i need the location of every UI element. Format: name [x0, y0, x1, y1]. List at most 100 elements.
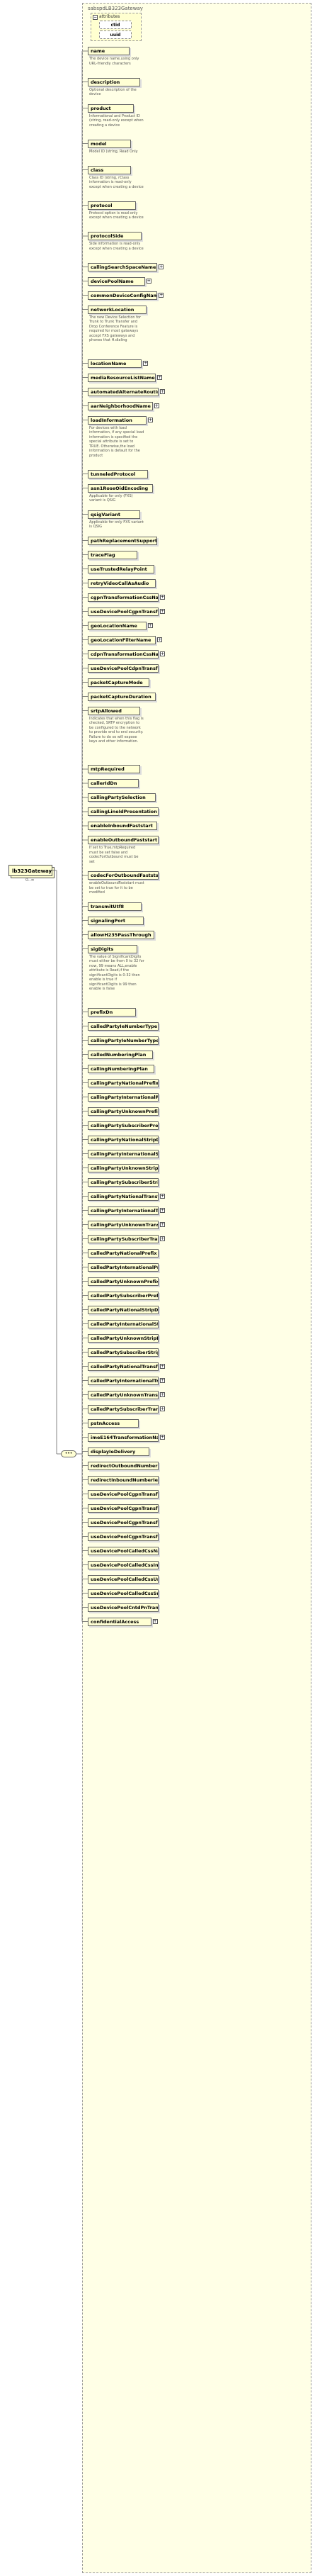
element-75[interactable]: redirectOutboundNumberIe [88, 1461, 159, 1470]
element-8[interactable]: devicePoolName [88, 276, 145, 286]
element-1[interactable]: description [88, 77, 141, 86]
element-60[interactable]: calledPartyNationalPrefix [88, 1248, 159, 1258]
element-40[interactable]: signalingPort [88, 916, 144, 925]
element-65[interactable]: calledPartyInternationalStripDigits [88, 1319, 159, 1328]
element-73[interactable]: imeE164TransformationName [88, 1433, 159, 1442]
element-28[interactable]: useDevicePoolCdpnTransformC... [88, 663, 159, 673]
collapse-toggle-icon[interactable]: − [93, 15, 98, 20]
expand-plus-icon[interactable]: + [159, 264, 164, 269]
element-67[interactable]: calledPartySubscriberStripDigits [88, 1348, 159, 1357]
element-54[interactable]: callingPartyUnknownStripDigits [88, 1163, 159, 1172]
element-13[interactable]: automatedAlternateRoutingCs... [88, 387, 159, 396]
element-64[interactable]: calledPartyNationalStripDigits [88, 1305, 159, 1314]
expand-plus-icon[interactable]: + [160, 651, 165, 656]
element-16[interactable]: tunneledProtocol [88, 469, 149, 478]
element-37[interactable]: enableOutboundFaststart [88, 836, 159, 844]
element-72[interactable]: pstnAccess [88, 1418, 139, 1428]
element-31[interactable]: srtpAllowed [88, 706, 141, 715]
element-47[interactable]: callingNumberingPlan [88, 1064, 154, 1073]
expand-plus-icon[interactable]: + [160, 1207, 165, 1213]
expand-plus-icon[interactable]: + [146, 278, 151, 284]
element-11[interactable]: locationName [88, 359, 142, 368]
root-element[interactable]: lb323Gateway [8, 865, 52, 876]
element-76[interactable]: redirectInboundNumberIe [88, 1475, 159, 1484]
element-5[interactable]: protocol [88, 201, 136, 210]
element-3[interactable]: model [88, 139, 131, 148]
element-86[interactable]: confidentialAccess [88, 1617, 151, 1626]
element-2[interactable]: product [88, 103, 134, 113]
element-0[interactable]: name [88, 47, 130, 55]
expand-plus-icon[interactable]: + [160, 1363, 165, 1369]
element-34[interactable]: callingPartySelection [88, 793, 156, 802]
element-71[interactable]: calledPartySubscriberTransform... [88, 1404, 159, 1413]
expand-plus-icon[interactable]: + [160, 388, 165, 394]
element-66[interactable]: calledPartyUnknownStripDigits [88, 1333, 159, 1343]
expand-plus-icon[interactable]: + [152, 1618, 158, 1624]
element-68[interactable]: calledPartyNationalTransformat... [88, 1362, 159, 1371]
element-50[interactable]: callingPartyUnknownPrefix [88, 1107, 159, 1116]
element-79[interactable]: useDevicePoolCgpnTransformC... [88, 1518, 159, 1527]
element-69[interactable]: calledPartyInternationalTransfo... [88, 1376, 159, 1385]
expand-plus-icon[interactable]: + [157, 637, 163, 642]
expand-plus-icon[interactable]: + [160, 1236, 165, 1241]
element-41[interactable]: allowH235PassThrough [88, 930, 154, 939]
element-39[interactable]: transmitUtf8 [88, 902, 142, 911]
element-43[interactable]: prefixDn [88, 1007, 136, 1017]
element-44[interactable]: calledPartyIeNumberType [88, 1021, 159, 1031]
expand-plus-icon[interactable]: + [160, 1434, 165, 1440]
element-55[interactable]: callingPartySubscriberStripDigits [88, 1177, 159, 1187]
element-30[interactable]: packetCaptureDuration [88, 692, 156, 701]
element-36[interactable]: enableInboundFaststart [88, 822, 158, 830]
element-33[interactable]: callerIdDn [88, 779, 139, 788]
element-77[interactable]: useDevicePoolCgpnTransformC... [88, 1489, 159, 1499]
element-21[interactable]: useTrustedRelayPoint [88, 564, 154, 573]
element-84[interactable]: useDevicePoolCalledCssSubs [88, 1589, 159, 1598]
element-26[interactable]: geoLocationFilterName [88, 635, 156, 644]
element-85[interactable]: useDevicePoolCntdPnTransformat... [88, 1603, 159, 1612]
element-9[interactable]: commonDeviceConfigName [88, 291, 158, 300]
element-57[interactable]: callingPartyInternationalTransf... [88, 1206, 159, 1215]
element-24[interactable]: useDevicePoolCgpnTransformCss... [88, 607, 159, 616]
element-46[interactable]: calledNumberingPlan [88, 1050, 153, 1059]
element-45[interactable]: callingPartyIeNumberType [88, 1036, 159, 1045]
element-27[interactable]: cdpnTransformationCssName [88, 649, 159, 659]
element-53[interactable]: callingPartyInternationalStripDig... [88, 1149, 159, 1158]
expand-plus-icon[interactable]: + [143, 360, 149, 366]
element-74[interactable]: displayIeDelivery [88, 1447, 150, 1456]
element-12[interactable]: mediaResourceListName [88, 373, 156, 382]
element-63[interactable]: calledPartySubscriberPrefix [88, 1291, 159, 1300]
element-4[interactable]: class [88, 165, 131, 174]
element-61[interactable]: calledPartyInternationalPrefix [88, 1262, 159, 1272]
element-10[interactable]: networkLocation [88, 305, 147, 314]
element-25[interactable]: geoLocationName [88, 621, 147, 630]
element-20[interactable]: traceFlag [88, 550, 137, 559]
element-83[interactable]: useDevicePoolCalledCssUnkn [88, 1574, 159, 1584]
attribute-ctid[interactable]: ctid [99, 21, 132, 29]
element-18[interactable]: qsigVariant [88, 510, 141, 519]
element-80[interactable]: useDevicePoolCgpnTransformC... [88, 1532, 159, 1541]
element-29[interactable]: packetCaptureMode [88, 678, 150, 687]
element-17[interactable]: asn1RoseOidEncoding [88, 483, 153, 493]
element-56[interactable]: callingPartyNationalTransforma... [88, 1192, 159, 1201]
element-62[interactable]: calledPartyUnknownPrefix [88, 1277, 159, 1286]
expand-plus-icon[interactable]: + [160, 1391, 165, 1397]
expand-plus-icon[interactable]: + [154, 403, 159, 408]
element-48[interactable]: callingPartyNationalPrefix [88, 1078, 159, 1087]
expand-plus-icon[interactable]: + [159, 292, 164, 298]
sequence-compositor-icon[interactable]: ••• [61, 1450, 76, 1457]
element-59[interactable]: callingPartySubscriberTransfor... [88, 1234, 159, 1243]
attribute-uuid[interactable]: uuid [99, 30, 132, 39]
element-49[interactable]: callingPartyInternationalPrefix [88, 1092, 159, 1102]
expand-plus-icon[interactable]: + [160, 1193, 165, 1199]
element-81[interactable]: useDevicePoolCalledCssNatl [88, 1546, 159, 1555]
element-78[interactable]: useDevicePoolCgpnTransformC... [88, 1503, 159, 1513]
element-58[interactable]: callingPartyUnknownTransform... [88, 1220, 159, 1229]
element-52[interactable]: callingPartyNationalStripDigits [88, 1135, 159, 1144]
expand-plus-icon[interactable]: + [160, 608, 165, 614]
element-82[interactable]: useDevicePoolCalledCssIntl [88, 1560, 159, 1569]
expand-plus-icon[interactable]: + [160, 594, 165, 600]
element-42[interactable]: sigDigits [88, 944, 137, 953]
expand-plus-icon[interactable]: + [160, 1221, 165, 1227]
element-70[interactable]: calledPartyUnknownTransform... [88, 1390, 159, 1399]
element-35[interactable]: callingLineIdPresentation [88, 807, 159, 816]
